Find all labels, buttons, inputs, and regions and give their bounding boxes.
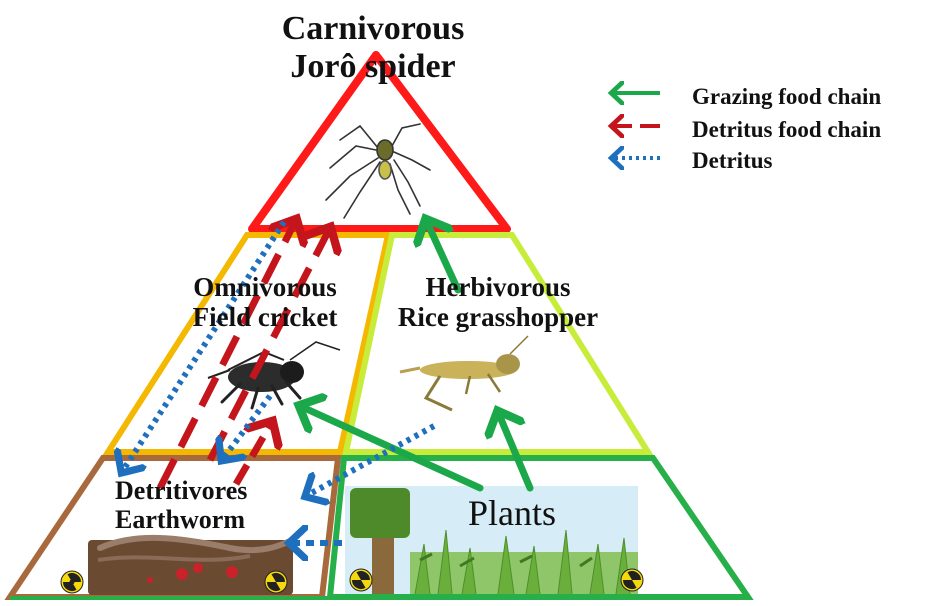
earthworm-icon [88,538,293,595]
legend-grazing-label: Grazing food chain [692,84,881,110]
tier-omnivore [108,235,388,452]
legend-detritus-label: Detritus [692,148,772,174]
radiation-icon [350,568,373,591]
radiation-icon [621,568,644,591]
legend-detritus-chain-label: Detritus food chain [692,117,881,143]
carnivore-label: Carnivorous Jorô spider [268,10,478,86]
grasshopper-icon [400,336,528,410]
carnivore-label-line2: Jorô spider [268,48,478,86]
detritivore-label: Detritivores Earthworm [115,476,315,534]
herbivore-label-line2: Rice grasshopper [378,302,618,332]
carnivore-label-line1: Carnivorous [268,10,478,48]
herbivore-label: Herbivorous Rice grasshopper [378,272,618,332]
omnivore-label-line2: Field cricket [170,302,360,332]
detritivore-label-line2: Earthworm [115,505,315,534]
omnivore-label-line1: Omnivorous [170,272,360,302]
radiation-icon [265,570,288,593]
herbivore-label-line1: Herbivorous [378,272,618,302]
arrow-detritus-spider-to-worm [122,222,284,472]
radiation-icon [61,570,84,593]
omnivore-label: Omnivorous Field cricket [170,272,360,332]
detritivore-label-line1: Detritivores [115,476,315,505]
plants-label: Plants [468,492,556,534]
tier-herbivore [346,235,648,452]
